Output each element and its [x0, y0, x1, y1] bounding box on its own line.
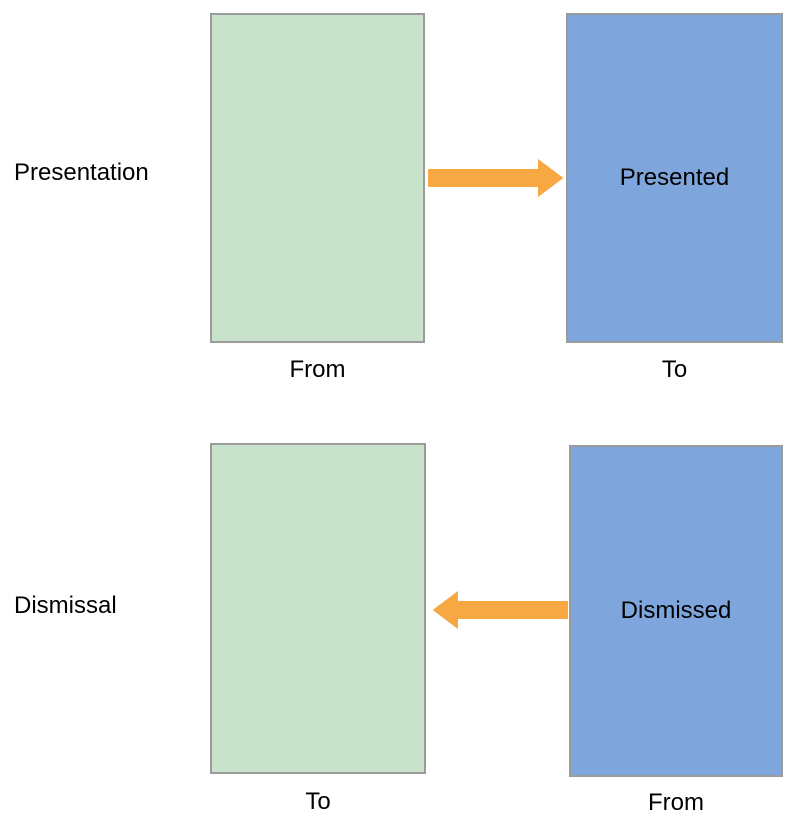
dismissal-to-caption: To	[305, 788, 331, 815]
dismissal-to-box	[210, 443, 426, 774]
presented-box-label: Presented	[619, 164, 730, 191]
dismissed-box-label: Dismissed	[620, 597, 732, 624]
presentation-row-label: Presentation	[14, 159, 149, 186]
presentation-right-arrow-icon	[426, 156, 567, 200]
dismissal-from-box: Dismissed	[569, 445, 783, 777]
presentation-to-caption: To	[661, 356, 688, 383]
dismissal-row-label: Dismissal	[14, 592, 117, 619]
dismissal-from-caption: From	[648, 789, 704, 816]
presentation-from-caption: From	[289, 356, 346, 383]
presentation-from-box	[210, 13, 425, 343]
presentation-to-box: Presented	[566, 13, 783, 343]
dismissal-left-arrow-icon	[429, 588, 570, 632]
